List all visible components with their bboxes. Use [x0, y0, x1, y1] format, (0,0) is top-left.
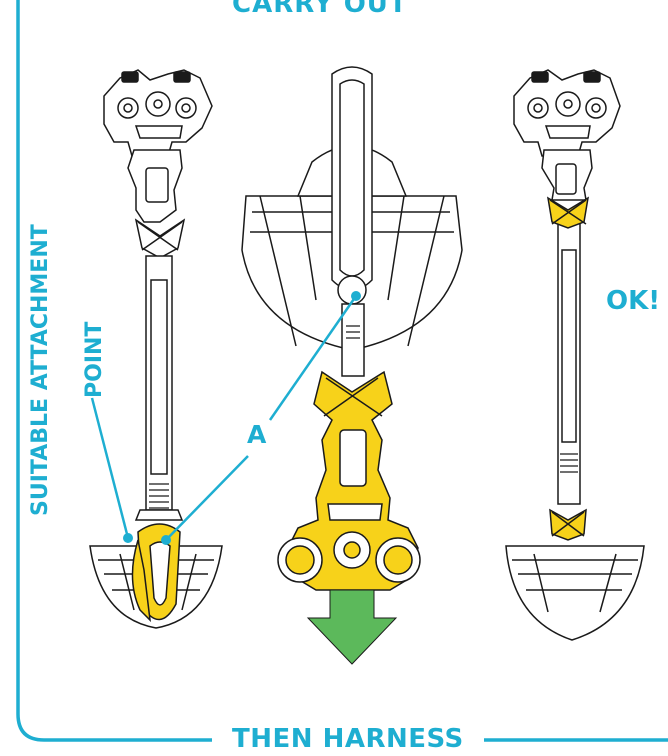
top-label: CARRY OUT — [232, 0, 408, 17]
ok-label: OK! — [606, 288, 660, 314]
center-yellow-device — [278, 372, 420, 590]
attachment-label-line2: POINT — [84, 322, 106, 398]
callout-a-label: A — [247, 422, 266, 447]
bottom-label: THEN HARNESS — [232, 726, 464, 752]
left-yellow-loop — [132, 524, 180, 620]
down-arrow — [308, 590, 396, 664]
center-device — [242, 67, 462, 376]
right-device — [506, 70, 644, 640]
attachment-label-line1: SUITABLE ATTACHMENT — [30, 224, 52, 516]
attachment-dot-center — [351, 291, 361, 301]
